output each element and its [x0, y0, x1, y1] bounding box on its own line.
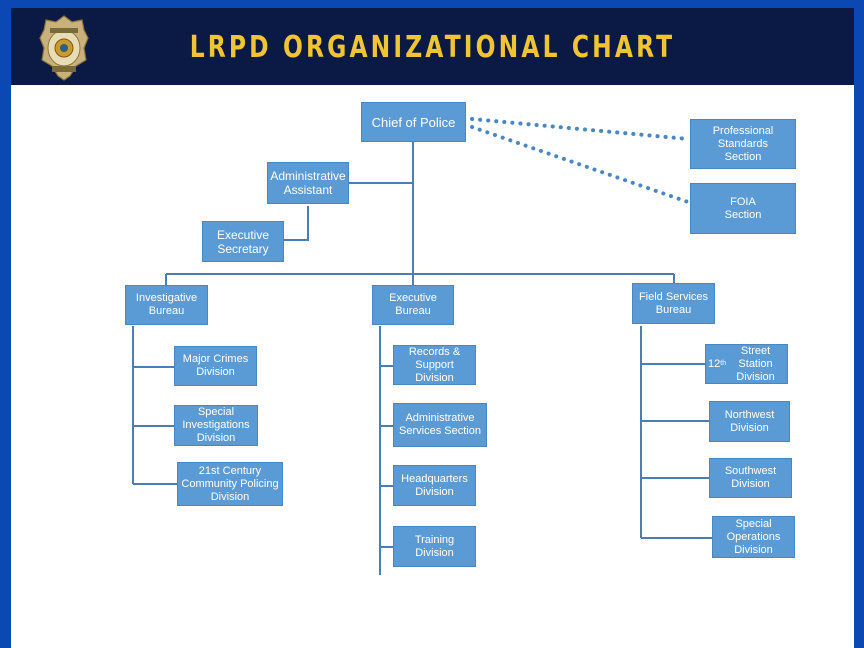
- executive-secretary-box: Executive Secretary: [202, 221, 284, 262]
- special-investigations-division-box: Special Investigations Division: [174, 405, 258, 446]
- investigative-bureau-box: Investigative Bureau: [125, 285, 208, 325]
- major-crimes-division-box: Major Crimes Division: [174, 346, 257, 386]
- administrative-assistant-box: Administrative Assistant: [267, 162, 349, 204]
- southwest-division-box: Southwest Division: [709, 458, 792, 498]
- field-services-bureau-box: Field Services Bureau: [632, 283, 715, 324]
- foia-section-box: FOIA Section: [690, 183, 796, 234]
- northwest-division-box: Northwest Division: [709, 401, 790, 442]
- executive-bureau-box: Executive Bureau: [372, 285, 454, 325]
- training-division-box: Training Division: [393, 526, 476, 567]
- records-support-division-box: Records & Support Division: [393, 345, 476, 385]
- page-title: LRPD ORGANIZATIONAL CHART: [189, 30, 676, 65]
- community-policing-division-box: 21st Century Community Policing Division: [177, 462, 283, 506]
- professional-standards-box: Professional Standards Section: [690, 119, 796, 169]
- police-badge-icon: [39, 15, 89, 81]
- chief-of-police-box: Chief of Police: [361, 102, 466, 142]
- headquarters-division-box: Headquarters Division: [393, 465, 476, 506]
- special-operations-division-box: Special Operations Division: [712, 516, 795, 558]
- header-bar: LRPD ORGANIZATIONAL CHART: [11, 8, 854, 85]
- administrative-services-section-box: Administrative Services Section: [393, 403, 487, 447]
